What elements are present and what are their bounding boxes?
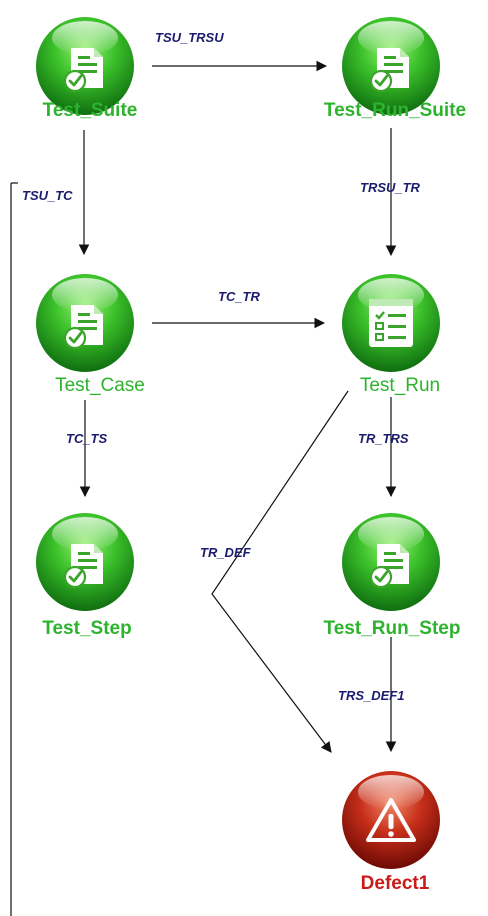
checklist-icon: [367, 297, 415, 349]
node-orb-shine: [358, 21, 424, 55]
edge-tr-def[interactable]: TR_DEF: [200, 390, 349, 753]
edge-label-tr-trs: TR_TRS: [358, 431, 409, 446]
node-orb-shine: [52, 21, 118, 55]
node-test-suite[interactable]: Test_Suite: [36, 17, 137, 121]
node-orb-shine: [358, 775, 424, 809]
node-orb-shine: [52, 278, 118, 312]
node-label-test-run: Test_Run: [360, 375, 440, 396]
edge-trsu-tr[interactable]: TRSU_TR: [360, 128, 421, 257]
edge-tc-tr[interactable]: TC_TR: [152, 289, 326, 329]
node-test-run[interactable]: Test_Run: [342, 274, 440, 396]
edge-label-tr-def: TR_DEF: [200, 545, 252, 560]
node-defect1[interactable]: Defect1: [342, 771, 440, 894]
edge-label-trs-def1: TRS_DEF1: [338, 688, 404, 703]
node-label-test-suite: Test_Suite: [43, 100, 138, 121]
edge-tc-ts[interactable]: TC_TS: [66, 400, 108, 498]
node-label-test-step: Test_Step: [42, 618, 131, 639]
edge-label-tsu-trsu: TSU_TRSU: [155, 30, 224, 45]
node-test-run-step[interactable]: Test_Run_Step: [324, 513, 461, 639]
node-label-test-case: Test_Case: [55, 375, 145, 396]
node-label-test-run-step: Test_Run_Step: [324, 618, 461, 639]
node-test-case[interactable]: Test_Case: [36, 274, 145, 396]
node-test-run-suite[interactable]: Test_Run_Suite: [324, 17, 466, 121]
edge-label-tc-tr: TC_TR: [218, 289, 261, 304]
node-orb-shine: [52, 517, 118, 551]
node-orb-shine: [358, 517, 424, 551]
edge-tr-trs[interactable]: TR_TRS: [358, 397, 409, 498]
edge-label-tsu-tc: TSU_TC: [22, 188, 73, 203]
node-test-step[interactable]: Test_Step: [36, 513, 134, 639]
edge-label-tc-ts: TC_TS: [66, 431, 108, 446]
node-label-defect1: Defect1: [361, 873, 430, 894]
node-label-test-run-suite: Test_Run_Suite: [324, 100, 466, 121]
edge-tsu-trsu[interactable]: TSU_TRSU: [152, 30, 328, 72]
edge-trs-def1[interactable]: TRS_DEF1: [338, 637, 404, 753]
edge-tsu-tc[interactable]: TSU_TC: [22, 130, 90, 256]
edge-label-trsu-tr: TRSU_TR: [360, 180, 421, 195]
